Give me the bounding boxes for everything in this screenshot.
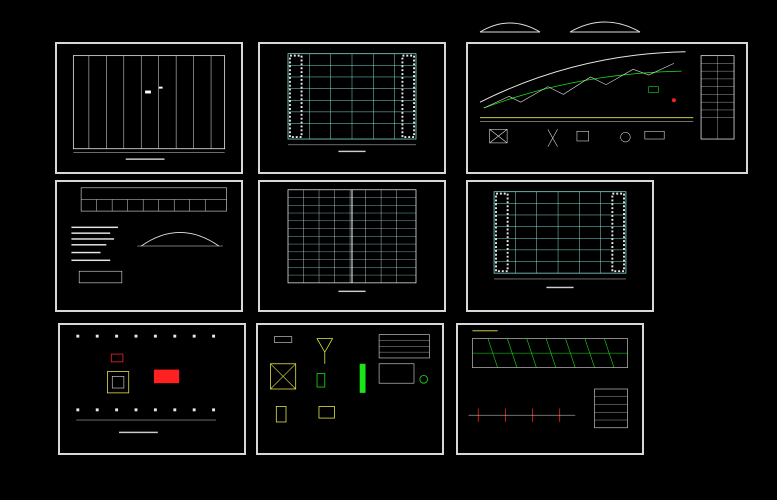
sheet-purlin-detail[interactable]: [456, 323, 644, 455]
connection-details-drawing: [270, 334, 430, 423]
sheet-roof-grid-1[interactable]: [258, 42, 446, 174]
sheet-column-plan[interactable]: [55, 42, 243, 174]
sheet-connection-details[interactable]: [256, 323, 444, 455]
sheet-elevation-notes[interactable]: [55, 180, 243, 312]
foundation-plan-drawing: [76, 334, 216, 434]
sheet-roof-grid-2[interactable]: [466, 180, 654, 312]
top-arc-thumbnails: [479, 21, 641, 33]
roof-grid-2-drawing: [493, 191, 627, 289]
roof-grid-1-drawing: [287, 53, 417, 153]
roof-grid-dense-drawing: [287, 189, 417, 293]
truss-elevation-drawing: [479, 51, 735, 147]
elevation-notes-drawing: [71, 187, 227, 284]
column-plan-drawing: [72, 55, 226, 160]
sheet-foundation-plan[interactable]: [58, 323, 246, 455]
purlin-detail-drawing: [468, 330, 628, 429]
sheet-truss-elevation[interactable]: [466, 42, 748, 174]
sheet-roof-grid-dense[interactable]: [258, 180, 446, 312]
